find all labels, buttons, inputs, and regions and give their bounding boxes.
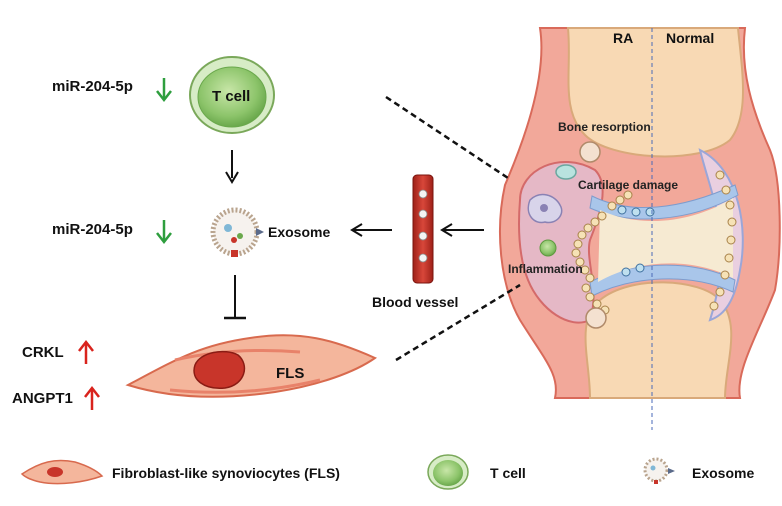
- down-arrow-icon: [156, 220, 172, 245]
- ra-label: RA: [613, 30, 634, 46]
- legend-t-cell-swatch: [427, 454, 469, 490]
- t-cell-graphic: [189, 56, 275, 134]
- bone-resorption-label: Bone resorption: [558, 120, 651, 134]
- up-arrow-icon: [78, 339, 94, 364]
- legend-exosome-label: Exosome: [692, 465, 755, 481]
- connector-top-dashed: [385, 95, 509, 180]
- fls-label: FLS: [276, 365, 305, 382]
- exosome-label: Exosome: [268, 224, 331, 240]
- exosome-graphic: [210, 207, 264, 257]
- legend-fls-swatch: [20, 459, 104, 485]
- normal-label: Normal: [666, 30, 715, 46]
- t-cell-label: T cell: [212, 88, 251, 105]
- fls-graphic: [125, 334, 378, 398]
- inflammation-label: Inflammation: [508, 262, 583, 276]
- angpt1-label: ANGPT1: [12, 390, 73, 407]
- connector-bottom-dashed: [395, 283, 521, 362]
- blood-vessel-label: Blood vessel: [372, 294, 459, 310]
- legend-fls-label: Fibroblast-like synoviocytes (FLS): [112, 465, 340, 481]
- crkl-label: CRKL: [22, 344, 64, 361]
- blood-vessel-graphic: [412, 174, 434, 284]
- legend-exosome-swatch: [643, 457, 675, 484]
- joint-illustration: [499, 27, 781, 430]
- mir-204-5p-bottom-label: miR-204-5p: [52, 221, 133, 238]
- cartilage-damage-label: Cartilage damage: [578, 178, 679, 192]
- mir-204-5p-top-label: miR-204-5p: [52, 78, 133, 95]
- up-arrow-icon: [84, 385, 100, 410]
- down-arrow-icon: [156, 78, 172, 103]
- legend-t-cell-label: T cell: [490, 465, 526, 481]
